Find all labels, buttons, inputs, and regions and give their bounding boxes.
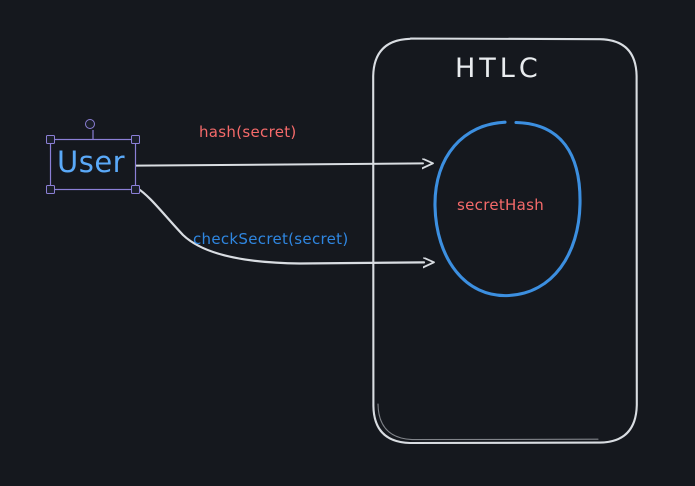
user-selection-box [49, 138, 137, 191]
secret-hash-ellipse[interactable] [433, 120, 582, 298]
resize-handle-bottom-right[interactable] [131, 185, 140, 194]
arrow-hash-secret-line [135, 163, 423, 165]
user-selection-frame[interactable] [49, 130, 137, 191]
resize-handle-top-left[interactable] [46, 135, 55, 144]
htlc-container-outline [372, 37, 638, 445]
htlc-container-sketch-pass [377, 403, 599, 441]
htlc-container[interactable] [372, 37, 638, 445]
secret-hash-ellipse-outline [433, 120, 582, 298]
resize-handle-bottom-left[interactable] [46, 185, 55, 194]
arrow-check-secret-line [135, 186, 424, 264]
rotation-handle[interactable] [85, 119, 95, 129]
arrow-hash-secret[interactable] [135, 163, 423, 165]
arrow-check-secret[interactable] [135, 186, 424, 264]
resize-handle-top-right[interactable] [131, 135, 140, 144]
